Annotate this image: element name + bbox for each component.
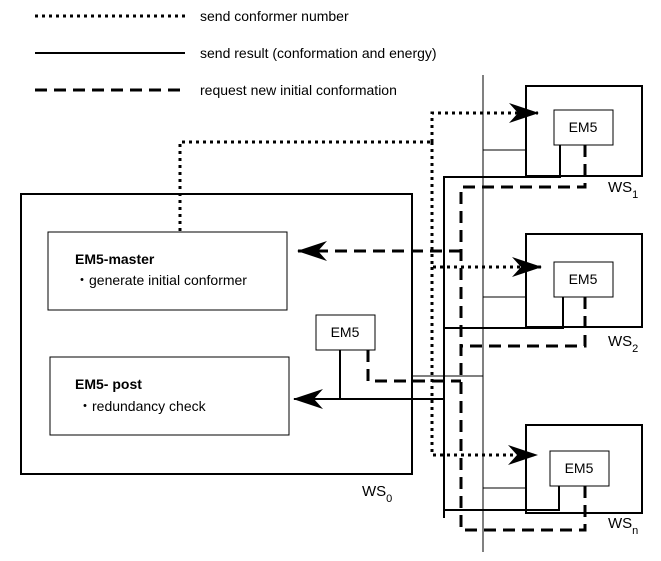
dotted-to-wsn	[430, 267, 538, 465]
wsn-em5-label: EM5	[565, 460, 594, 476]
legend: send conformer number send result (confo…	[35, 8, 437, 98]
ws0-label: WS0	[362, 483, 392, 505]
legend-dotted-label: send conformer number	[200, 8, 349, 24]
dashed-local-em5	[366, 350, 461, 383]
wsn-label: WSn	[608, 515, 638, 537]
master-desc: ・generate initial conformer	[75, 272, 247, 288]
ws1-em5-box	[553, 109, 614, 146]
dotted-to-ws2	[430, 142, 542, 277]
dotted-master-up	[178, 140, 432, 231]
ws1-em5-label: EM5	[569, 119, 598, 135]
master-box	[47, 231, 288, 311]
post-desc: ・redundancy check	[78, 398, 207, 414]
ws0-em5-label: EM5	[331, 324, 360, 340]
dashed-paths	[297, 145, 587, 532]
wsn-em5-box	[549, 450, 610, 487]
master-title: EM5-master	[75, 251, 155, 267]
dashed-from-ws2	[461, 297, 587, 348]
ws0-box	[20, 193, 413, 475]
dotted-paths	[178, 103, 542, 465]
dashed-from-ws1	[459, 145, 587, 530]
dotted-to-ws1	[430, 103, 539, 142]
solid-from-ws2	[444, 297, 564, 329]
ws2-em5-label: EM5	[569, 271, 598, 287]
ws2-em5-box	[553, 261, 614, 298]
ws1-label: WS1	[608, 179, 638, 201]
ws0-em5-box	[315, 314, 376, 351]
legend-solid-label: send result (conformation and energy)	[200, 45, 437, 61]
ws2-label: WS2	[608, 333, 638, 355]
solid-from-wsn	[444, 486, 560, 511]
dashed-from-wsn	[461, 486, 587, 532]
legend-dashed-label: request new initial conformation	[200, 82, 397, 98]
solid-from-ws1	[443, 145, 561, 518]
post-box	[49, 356, 290, 436]
solid-paths	[293, 145, 564, 518]
post-title: EM5- post	[75, 376, 142, 392]
